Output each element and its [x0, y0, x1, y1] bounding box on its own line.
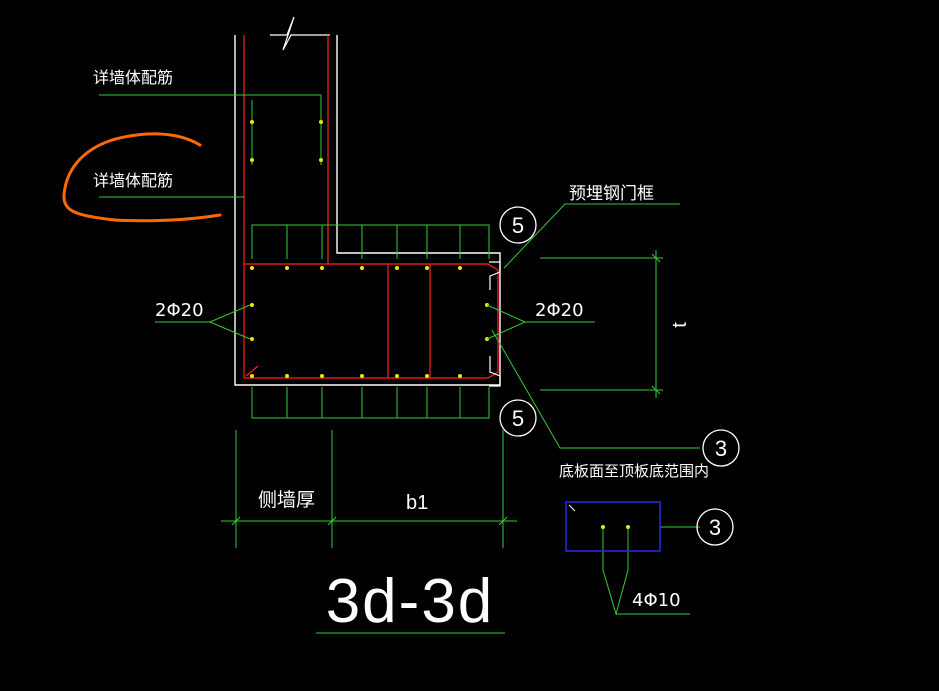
rebar-dots — [250, 120, 489, 378]
callout-right-circle — [702, 429, 740, 467]
leader-lines — [99, 94, 700, 634]
orange-annotation-stroke — [62, 132, 222, 223]
dim-t-label: t — [669, 322, 691, 328]
stirrup-section-box — [565, 501, 661, 552]
wall-outline — [234, 16, 501, 386]
wall-rebar-ref-label-1: 详墙体配筋 — [93, 68, 173, 87]
green-rebar-lines — [251, 95, 490, 419]
callout-right-number: 3 — [715, 436, 727, 461]
door-frame-label: 预埋钢门框 — [569, 184, 654, 204]
callout-box-circle — [696, 508, 734, 546]
callout-box-number: 3 — [709, 515, 721, 540]
stirrup-bars-label: 4Φ10 — [632, 590, 681, 611]
section-title: 3d-3d — [326, 567, 495, 636]
callout-circles — [499, 206, 740, 546]
dim-b1-label: b1 — [406, 492, 428, 514]
bars-left-label: 2Φ20 — [155, 300, 204, 321]
callout-bottom-number: 5 — [512, 406, 524, 431]
wall-rebar-ref-label-2: 详墙体配筋 — [93, 171, 173, 190]
callout-top-number: 5 — [512, 213, 524, 238]
dim-side-wall-label: 侧墙厚 — [258, 489, 315, 511]
callout-bottom-circle — [499, 399, 537, 437]
bars-right-label: 2Φ20 — [535, 300, 584, 321]
callout-top-circle — [499, 206, 537, 244]
range-note-label: 底板面至顶板底范围内 — [559, 462, 709, 480]
rebar-lines — [243, 35, 499, 379]
door-frame-hooks — [489, 261, 501, 387]
